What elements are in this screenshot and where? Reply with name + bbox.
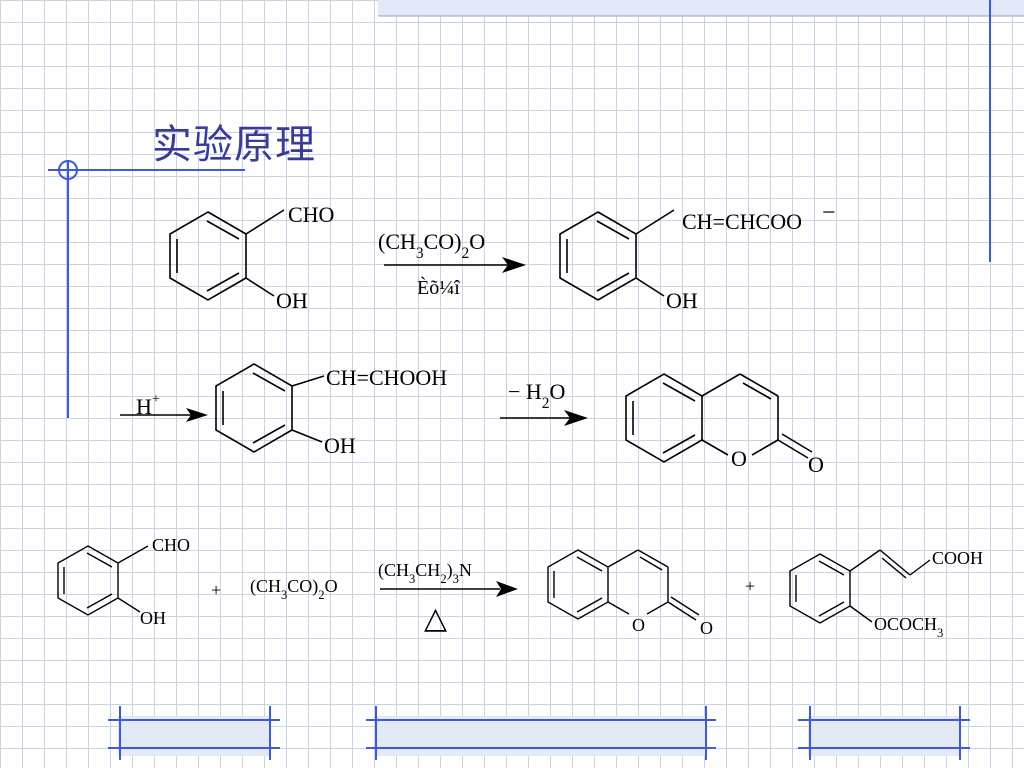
plus-sign: + xyxy=(745,576,755,596)
reaction-arrow-1 xyxy=(384,257,526,273)
anion-charge-label: − xyxy=(822,200,836,226)
carbonyl-oxygen-label: O xyxy=(700,618,713,638)
acetic-anhydride-reagent: (CH3CO)2O xyxy=(250,576,338,602)
slide-title: 实验原理 xyxy=(152,122,316,168)
acetic-anhydride-reagent: (CH3CO)2O xyxy=(378,229,485,262)
oh-label: OH xyxy=(324,433,356,458)
cho-label: CHO xyxy=(288,202,334,227)
reaction-arrow-2 xyxy=(500,410,588,426)
ring-oxygen-label: O xyxy=(632,615,645,635)
ococh3-label: OCOCH3 xyxy=(874,614,943,640)
oh-label: OH xyxy=(140,608,166,628)
ch-chooh-label: CH=CHOOH xyxy=(326,365,447,390)
carbonyl-oxygen-label: O xyxy=(808,452,824,477)
reaction-arrow-3 xyxy=(380,581,518,597)
acidification-arrow xyxy=(120,408,208,422)
triethylamine-reagent: (CH3CH2)3N xyxy=(378,560,472,586)
acetylcoumaric-acid-structure xyxy=(789,549,931,624)
heat-symbol: △ xyxy=(424,602,447,635)
ring-oxygen-label: O xyxy=(731,446,747,471)
cooh-label: COOH xyxy=(932,548,983,568)
slide-decoration xyxy=(48,0,1024,760)
oh-label: OH xyxy=(666,288,698,313)
coumarin-structure xyxy=(547,549,700,621)
catalyst-label: Èõ¼î xyxy=(417,276,460,299)
o-hydroxycinnamic-acid-structure xyxy=(215,363,325,453)
plus-sign: + xyxy=(211,580,221,600)
salicylaldehyde-structure xyxy=(57,545,149,616)
salicylaldehyde-structure xyxy=(169,209,285,301)
coumarin-structure xyxy=(625,373,813,463)
oh-label: OH xyxy=(276,288,308,313)
proton-label: H xyxy=(136,394,152,419)
ch-chcoo-label: CH=CHCOO xyxy=(682,209,802,234)
proton-charge-label: + xyxy=(152,392,160,407)
dehydration-reagent: − H2O xyxy=(508,379,565,412)
cinnamate-anion-structure xyxy=(559,209,675,301)
cho-label: CHO xyxy=(152,535,190,555)
